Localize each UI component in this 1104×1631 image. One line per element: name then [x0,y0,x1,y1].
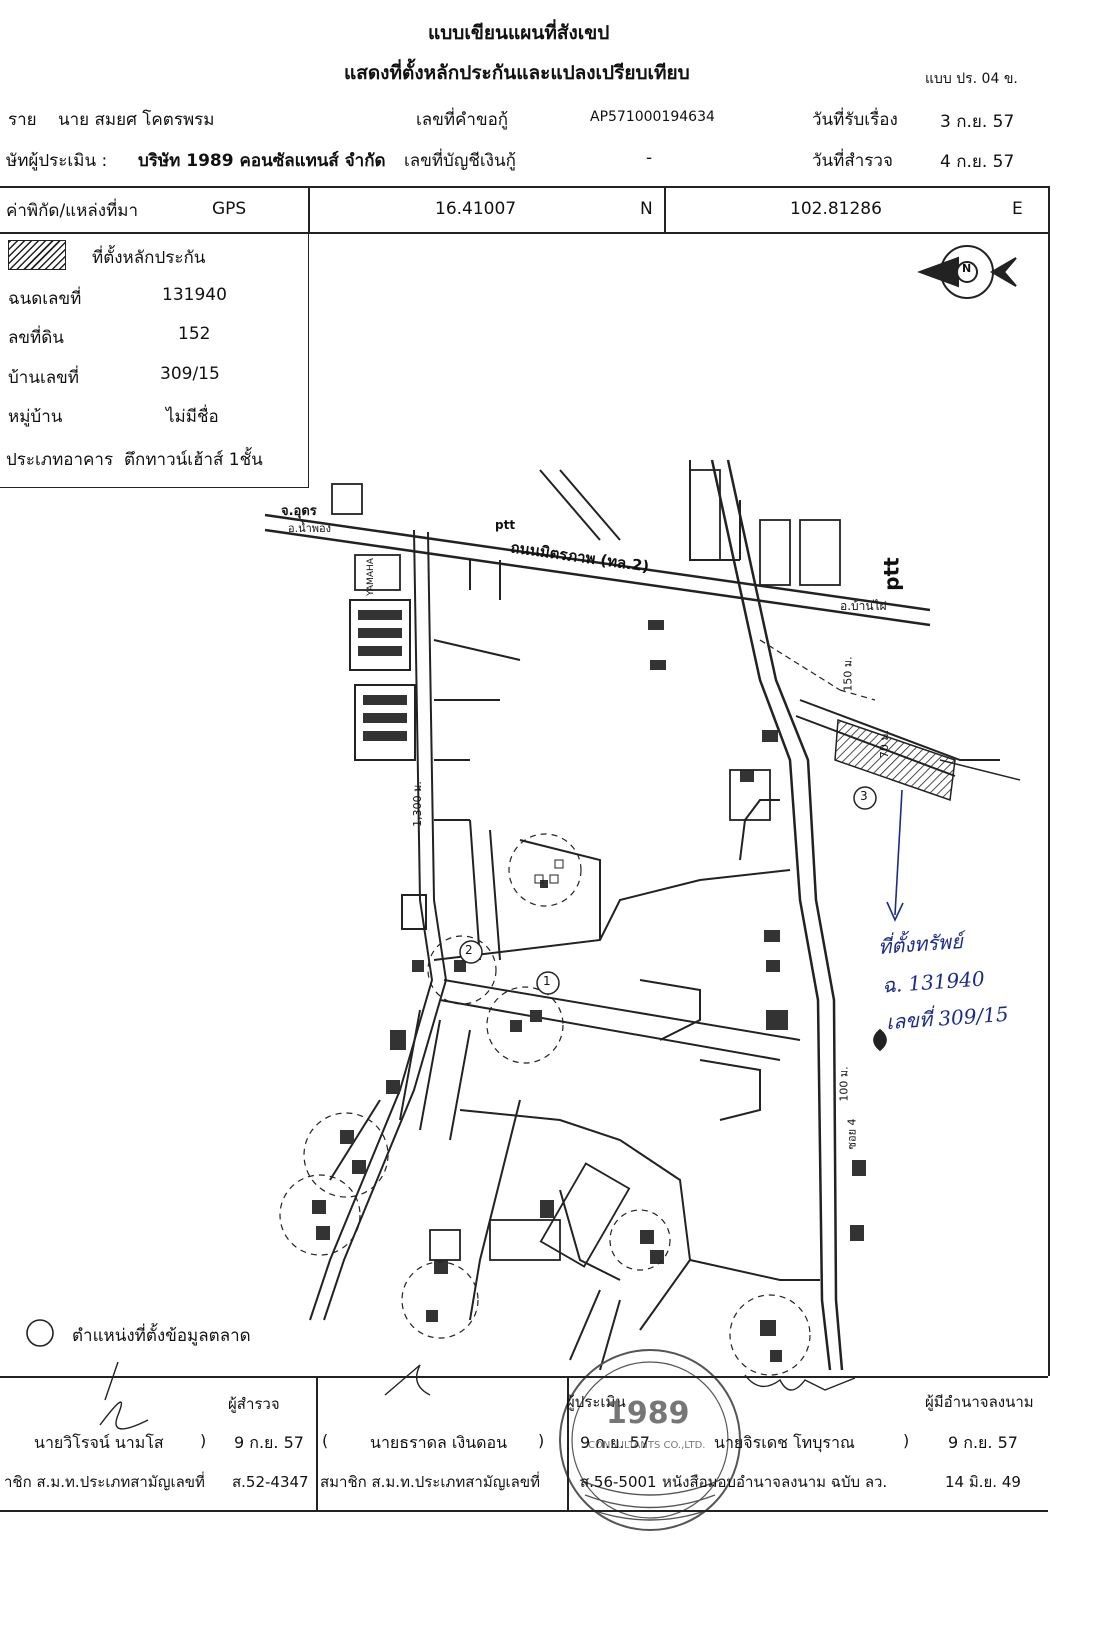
sig-divider-2 [567,1376,569,1512]
collateral-box [0,232,309,488]
owner-value: นาย สมยศ โคตรพรม [58,110,215,130]
appraiser-role: ผู้ประเมิน [566,1393,626,1411]
market-legend-circle [26,1319,54,1347]
coord-lat-dir: N [640,199,653,219]
survey-label: วันที่สำรวจ [812,151,893,171]
market-circles [279,639,876,1376]
coord-source: GPS [212,199,247,219]
owner-label: ราย [8,110,37,130]
coord-label: ค่าพิกัด/แหล่งที่มา [6,201,139,221]
appraiser-close-paren: ) [538,1431,545,1450]
village-value: ไม่มีชื่อ [166,407,219,427]
form-code: แบบ ปร. 04 ข. [925,71,1018,87]
appraiser-date: 9 ก.ย. 57 [580,1433,650,1452]
misc-shapes [331,469,887,1268]
authority-doc-label: หนังสือมอบอำนาจลงนาม ฉบับ ลว. [662,1473,888,1491]
marker-3 [853,786,877,810]
coord-top-rule [0,186,1048,188]
compass-icon [917,245,1017,299]
market-markers [459,786,877,995]
map-label-70: 70 ม. [878,729,892,759]
authority-role: ผู้มีอำนาจลงนาม [925,1393,1034,1411]
appraiser-member-label: สมาชิก ส.ม.ท.ประเภทสามัญเลขที่ [320,1473,540,1491]
authority-close-paren: ) [903,1431,910,1450]
marker-3-label: 3 [860,789,868,803]
map-label-ptt-1: ptt [495,518,516,532]
marker-2-label: 2 [465,943,473,957]
received-value: 3 ก.ย. 57 [940,112,1015,132]
appraiser-name: นายธราดล เงินดอน [370,1433,508,1452]
land-no-value: 152 [178,324,211,344]
land-no-label: ลขที่ดิน [8,328,64,348]
coord-lon: 102.81286 [790,199,882,219]
company-stamp [559,1349,741,1531]
coord-bottom-rule [0,232,1048,234]
survey-value: 4 ก.ย. 57 [940,152,1015,172]
stamp-number: 1989 [606,1396,690,1431]
authority-date: 9 ก.ย. 57 [948,1433,1018,1452]
surveyor-name: นายวิโรจน์ นามโส [34,1433,164,1452]
signature-scribbles [99,1361,856,1430]
surveyor-member-no: ส.52-4347 [232,1473,309,1491]
pen-arrow [886,789,904,922]
appraiser-member-no: ส.56-5001 [580,1473,657,1491]
map-label-1300: 1,300 ม. [410,781,424,827]
request-no-value: AP571000194634 [590,109,715,125]
map-label-banphai: อ.บ้านไผ่ [840,599,887,613]
marker-2 [459,940,483,964]
marker-1-label: 1 [543,974,551,988]
surveyor-member-label: าชิก ส.ม.ท.ประเภทสามัญเลขที่ [4,1473,205,1491]
deed-label: ฉนดเลขที่ [8,289,82,309]
map-right-border [1048,186,1050,1376]
collateral-legend-label: ที่ตั้งหลักประกัน [92,248,206,268]
village-label: หมู่บ้าน [8,407,63,427]
coord-divider-2 [664,186,666,234]
authority-doc-date: 14 มิ.ย. 49 [945,1473,1021,1491]
map-label-yamaha: YAMAHA [365,558,376,596]
building-icons [312,599,866,1362]
appraiser-label: ษัทผู้ประเมิน : [6,151,108,171]
house-no-label: บ้านเลขที่ [8,368,80,388]
stamp-sub: CONSULTANTS CO.,LTD. [588,1440,706,1451]
collateral-plot-hatch [834,718,956,802]
appraiser-open-paren: ( [322,1431,329,1450]
map-label-nampong: อ.น้ำพอง [288,522,332,535]
request-no-label: เลขที่คำขอกู้ [416,110,509,130]
page-subtitle: แสดงที่ตั้งหลักประกันและแปลงเปรียบเทียบ [344,62,690,84]
sig-bottom-rule [0,1510,1048,1512]
coord-lat: 16.41007 [435,199,517,219]
deed-value: 131940 [162,285,227,305]
surveyor-close-paren: ) [200,1431,207,1450]
map-label-150: 150 ม. [841,656,855,692]
compass-n-label: N [962,262,972,275]
map-label-100: 100 ม. [837,1066,851,1102]
sig-top-rule [0,1376,1048,1378]
house-no-value: 309/15 [160,364,220,384]
map-label-ptt-2: ptt [879,557,904,591]
collateral-hatch-swatch [8,240,66,270]
surveyor-date: 9 ก.ย. 57 [234,1433,304,1452]
handwritten-note-1: ที่ตั้งทรัพย์ [877,929,964,959]
map-label-soi4: ซอย 4 [845,1118,859,1150]
loan-account-value: - [646,148,653,168]
map-label-udon: จ.อุดร [281,504,317,519]
sig-divider-1 [316,1376,318,1512]
authority-name: นายจิรเดช โทบุราณ [714,1433,855,1452]
received-label: วันที่รับเรื่อง [812,110,898,130]
surveyor-role: ผู้สำรวจ [228,1395,280,1413]
market-legend-label: ตำแหน่งที่ตั้งข้อมูลตลาด [72,1326,251,1346]
coord-lon-dir: E [1012,199,1023,219]
building-type-label: ประเภทอาคาร [6,450,114,470]
page-title: แบบเขียนแผนที่สังเขป [428,22,610,44]
coord-divider-1 [308,186,310,234]
loan-account-label: เลขที่บัญชีเงินกู้ [404,151,516,171]
building-type-value: ตึกทาวน์เฮ้าส์ 1ชั้น [124,450,263,470]
appraiser-value: บริษัท 1989 คอนซัลแทนส์ จำกัด [138,151,386,171]
marker-1 [536,971,560,995]
